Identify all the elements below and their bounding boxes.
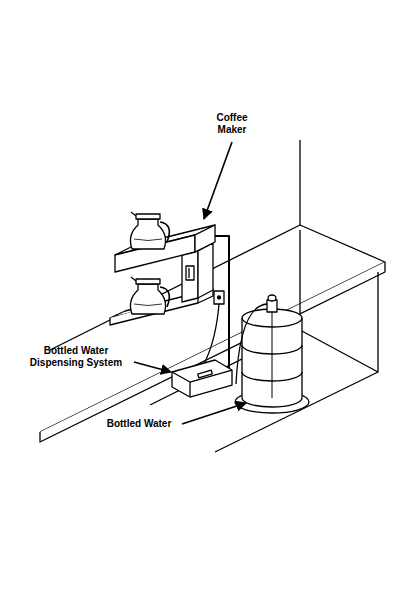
callout-label: Coffee Maker [207, 112, 257, 136]
leader-arrow [134, 362, 171, 372]
dip-tube [272, 300, 273, 398]
window-mark [188, 268, 189, 278]
cabinet-side [300, 230, 378, 372]
wall-corner [299, 140, 300, 225]
callout-label: Bottled Water [100, 418, 178, 430]
leader-arrow [204, 142, 232, 219]
power-cord [204, 304, 219, 364]
pump-edges [172, 370, 232, 397]
lower-carafe [130, 277, 169, 314]
pump-panel [198, 370, 213, 378]
pump-unit [172, 360, 232, 397]
upper-carafe [130, 212, 169, 249]
cap-knob [268, 295, 276, 301]
supply-tube [236, 304, 267, 384]
leader-arrow [182, 403, 246, 424]
column-side [198, 243, 213, 298]
callout-label: Bottled Water Dispensing System [22, 345, 130, 369]
hood-side [195, 225, 215, 252]
bottle-cap [267, 300, 277, 312]
electrical-outlet [214, 291, 224, 304]
countertop [40, 225, 385, 432]
column-window [186, 266, 194, 280]
coffee-tube [214, 236, 229, 370]
outlet-socket [218, 296, 221, 299]
coffee-maker-column [182, 251, 198, 302]
